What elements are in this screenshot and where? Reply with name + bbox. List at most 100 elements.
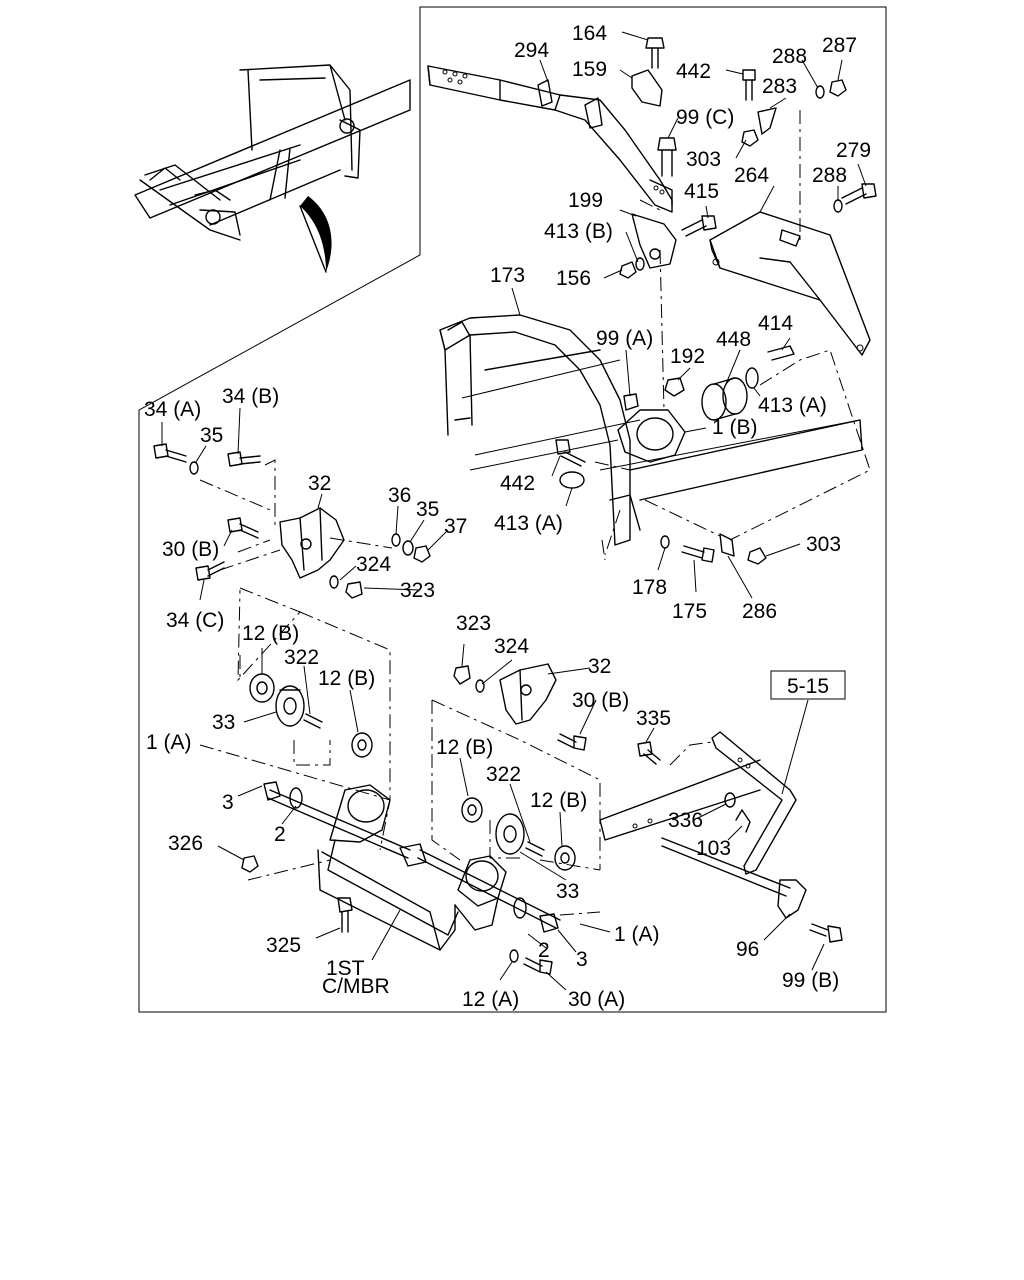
phantom-lines: [199, 110, 871, 916]
callout-192: 192: [670, 345, 705, 368]
callout-1a: 1 (A): [614, 923, 660, 946]
callout-324: 324: [494, 635, 529, 658]
callout-324: 324: [356, 553, 391, 576]
part-173-crossmember: [439, 314, 863, 546]
callout-33: 33: [556, 880, 579, 903]
callout-96: 96: [736, 938, 759, 961]
part-279-bolt: [833, 183, 877, 213]
part-323-nut-right: [453, 665, 485, 693]
part-156-nut: [619, 257, 645, 279]
callout-32: 32: [588, 655, 611, 678]
callout-322: 322: [486, 763, 521, 786]
callout-35: 35: [416, 498, 439, 521]
callout-12b: 12 (B): [436, 736, 493, 759]
part-2-shaft-right: [417, 849, 561, 933]
callout-3: 3: [576, 948, 588, 971]
part-2-shaft-left: [263, 781, 427, 867]
part-32-bracket-left: [279, 507, 345, 579]
part-33-rubber-right: [495, 813, 525, 855]
part-30a-bolt: [509, 949, 553, 975]
part-99b-bolt: [809, 923, 843, 943]
part-322-pin-left: [303, 713, 323, 729]
callout-30b: 30 (B): [572, 689, 629, 712]
callout-2: 2: [538, 939, 550, 962]
part-414-pin: [745, 345, 795, 389]
callout-322: 322: [284, 646, 319, 669]
callout-12b: 12 (B): [530, 789, 587, 812]
callout-303: 303: [806, 533, 841, 556]
part-34c-bolt: [195, 561, 225, 581]
part-192-nut: [664, 377, 685, 397]
callout-36: 36: [388, 484, 411, 507]
callout-30a: 30 (A): [568, 988, 625, 1011]
callout-164: 164: [572, 22, 607, 45]
part-448-rubber: [701, 377, 748, 421]
part-294-rail: [427, 65, 673, 213]
part-336-washer: [724, 792, 736, 808]
callout-415: 415: [684, 180, 719, 203]
callout-103: 103: [696, 837, 731, 860]
part-287-nut: [815, 79, 847, 99]
part-30b-bolt-left: [227, 517, 259, 539]
callout-288: 288: [772, 45, 807, 68]
part-37-nut: [391, 533, 431, 563]
callout-173: 173: [490, 264, 525, 287]
callout-35: 35: [200, 424, 223, 447]
callout-283: 283: [762, 75, 797, 98]
callout-30b: 30 (B): [162, 538, 219, 561]
callout-cmbr: C/MBR: [322, 975, 390, 998]
callout-448: 448: [716, 328, 751, 351]
callout-1st: 1ST: [326, 957, 365, 980]
part-175-bolt: [660, 533, 767, 565]
callout-159: 159: [572, 58, 607, 81]
callout-99c: 99 (C): [676, 106, 734, 129]
inset-frame-view: [134, 64, 411, 273]
part-12b-washer-4: [554, 845, 576, 871]
reference-box[interactable]: 5-15: [770, 670, 846, 700]
callout-32: 32: [308, 472, 331, 495]
part-99c-bolt: [657, 137, 677, 177]
callout-1a: 1 (A): [146, 731, 192, 754]
part-12b-washer-2: [351, 732, 373, 758]
part-34a-bolt: [153, 443, 199, 475]
callout-33: 33: [212, 711, 235, 734]
callout-413b: 413 (B): [544, 220, 613, 243]
part-12b-washer-3: [461, 797, 483, 823]
callout-325: 325: [266, 934, 301, 957]
part-34b-bolt: [227, 451, 261, 467]
diagram-frame: [138, 6, 887, 1013]
part-12b-washer-1: [249, 673, 275, 703]
part-30b-bolt-right: [557, 733, 587, 751]
callout-336: 336: [668, 809, 703, 832]
part-33-rubber-left: [275, 685, 305, 727]
callout-1b: 1 (B): [712, 416, 758, 439]
callout-294: 294: [514, 39, 549, 62]
part-264-cover: [709, 211, 871, 356]
callout-12a: 12 (A): [462, 988, 519, 1011]
callout-34c: 34 (C): [166, 609, 224, 632]
callout-264: 264: [734, 164, 769, 187]
part-32-bracket-right: [499, 663, 557, 725]
part-322-pin-right: [525, 841, 545, 857]
callout-413a: 413 (A): [758, 394, 827, 417]
part-164-bolt: [645, 37, 665, 69]
callout-2: 2: [274, 823, 286, 846]
callout-287: 287: [822, 34, 857, 57]
part-303-nut-top: [741, 129, 759, 147]
callout-442: 442: [500, 472, 535, 495]
callout-12b: 12 (B): [318, 667, 375, 690]
part-283-bracket: [757, 107, 777, 135]
callout-175: 175: [672, 600, 707, 623]
part-link-arm: [711, 731, 797, 875]
callout-178: 178: [632, 576, 667, 599]
callout-37: 37: [444, 515, 467, 538]
callout-323: 323: [400, 579, 435, 602]
callout-34a: 34 (A): [144, 398, 201, 421]
part-199-bracket: [631, 213, 677, 269]
callout-99a: 99 (A): [596, 327, 653, 350]
callout-414: 414: [758, 312, 793, 335]
callout-34b: 34 (B): [222, 385, 279, 408]
callout-279: 279: [836, 139, 871, 162]
callout-335: 335: [636, 707, 671, 730]
callout-442: 442: [676, 60, 711, 83]
